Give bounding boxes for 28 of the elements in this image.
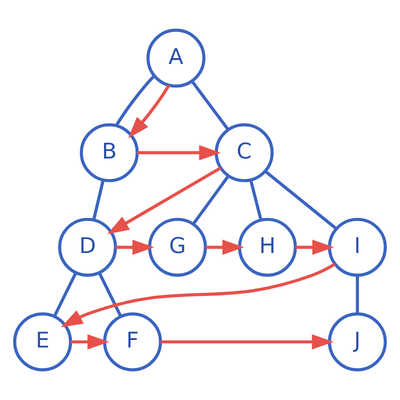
node-circle: F [103, 312, 162, 372]
connector [190, 80, 230, 131]
connector [192, 175, 230, 224]
connector [53, 272, 78, 317]
arrow [206, 240, 244, 255]
arrow [160, 334, 334, 350]
node-circle: B [80, 123, 139, 182]
node-circle: C [214, 123, 274, 182]
connector [356, 275, 359, 314]
node-circle: A [146, 28, 206, 88]
connector [249, 180, 262, 220]
node-circle: G [148, 218, 207, 277]
node-circle: I [328, 218, 387, 277]
connector [98, 272, 122, 317]
arrow [70, 334, 110, 350]
arrow [116, 240, 154, 255]
arrow [137, 145, 221, 160]
arrow [128, 84, 170, 138]
node-circle: E [13, 312, 72, 372]
node-circle: J [328, 312, 387, 372]
connector [92, 180, 105, 220]
arrow [296, 240, 334, 255]
connector [264, 170, 338, 230]
node-circle: H [238, 218, 297, 277]
node-circle: D [58, 218, 118, 277]
arrow [61, 262, 336, 328]
arrow [107, 166, 222, 234]
connector [114, 74, 156, 126]
